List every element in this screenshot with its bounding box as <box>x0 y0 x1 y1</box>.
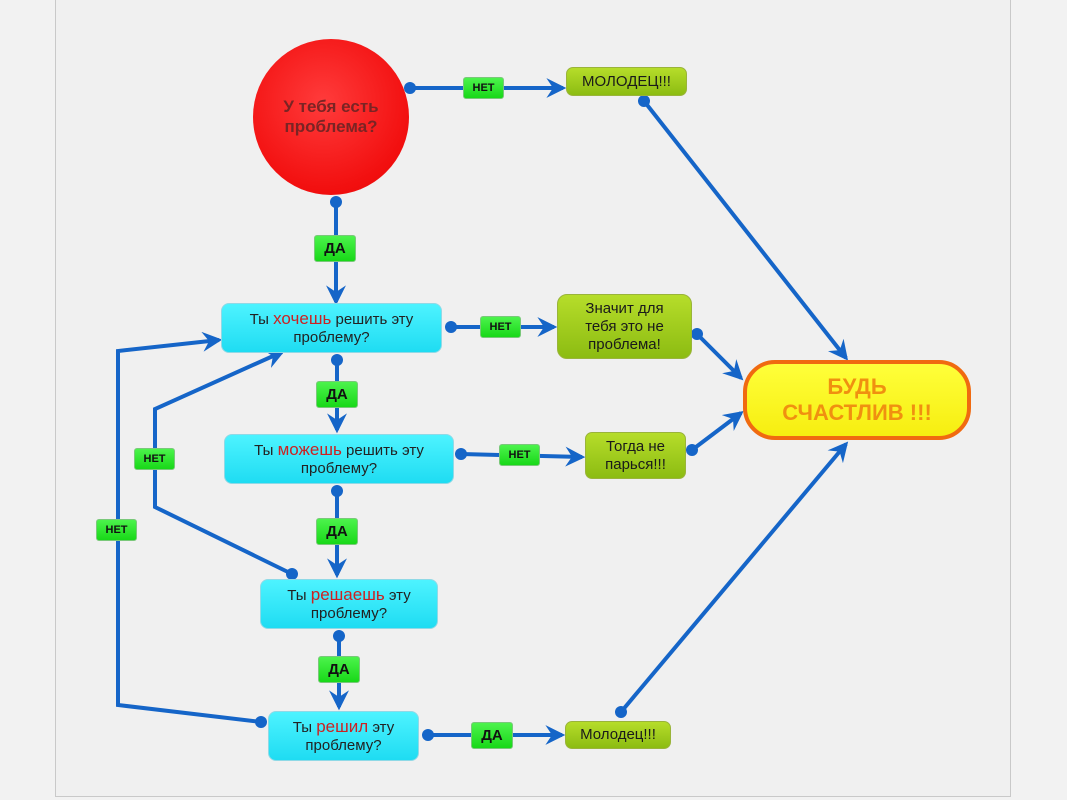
connector-dot <box>255 716 267 728</box>
connector-dot <box>331 354 343 366</box>
edge-label-want-no: НЕТ <box>480 316 521 338</box>
question-want-text: Ты хочешь решить эту проблему? <box>249 308 414 347</box>
edge-label-solving-yes: ДА <box>318 656 360 683</box>
connector-dot <box>333 630 345 642</box>
edge-label-want-yes: ДА <box>316 381 358 408</box>
connector-not-problem-goal <box>695 332 744 381</box>
answer-dont-worry[interactable]: Тогда не парься!!! <box>585 432 686 479</box>
connector-molodets-bottom-goal <box>619 441 849 714</box>
connector-dot <box>330 196 342 208</box>
edge-label-solving-no: НЕТ <box>134 448 175 470</box>
edge-label-solved-no: НЕТ <box>96 519 137 541</box>
connector-dot <box>615 706 627 718</box>
connector-dont-worry-goal <box>690 410 744 452</box>
connector-dot <box>638 95 650 107</box>
start-node-text: У тебя есть проблема? <box>283 96 379 136</box>
question-solved[interactable]: Ты решил эту проблему? <box>268 711 419 761</box>
connector-dot <box>686 444 698 456</box>
question-solving[interactable]: Ты решаешь эту проблему? <box>260 579 438 629</box>
answer-molodets-top-text: МОЛОДЕЦ!!! <box>582 72 671 90</box>
edge-label-can-no: НЕТ <box>499 444 540 466</box>
answer-not-problem-text: Значит для тебя это не проблема! <box>585 299 664 353</box>
connector-molodets-top-goal <box>642 99 849 361</box>
connector-dot <box>404 82 416 94</box>
answer-molodets-bottom-text: Молодец!!! <box>580 726 656 743</box>
answer-molodets-top[interactable]: МОЛОДЕЦ!!! <box>566 67 687 96</box>
connector-dot <box>445 321 457 333</box>
question-solved-text: Ты решил эту проблему? <box>292 716 395 755</box>
edge-label-start-yes: ДА <box>314 235 356 262</box>
connector-dot <box>422 729 434 741</box>
goal-node-text: БУДЬ СЧАСТЛИВ !!! <box>782 373 932 425</box>
question-can[interactable]: Ты можешь решить эту проблему? <box>224 434 454 484</box>
answer-not-problem[interactable]: Значит для тебя это не проблема! <box>557 294 692 359</box>
edge-label-solved-yes: ДА <box>471 722 513 749</box>
edge-label-can-yes: ДА <box>316 518 358 545</box>
connector-dot <box>286 568 298 580</box>
connector-dot <box>691 328 703 340</box>
start-node[interactable]: У тебя есть проблема? <box>253 39 409 195</box>
edge-label-start-no: НЕТ <box>463 77 504 99</box>
goal-node[interactable]: БУДЬ СЧАСТЛИВ !!! <box>743 360 971 440</box>
question-can-text: Ты можешь решить эту проблему? <box>254 439 424 478</box>
connector-solved-no <box>116 331 262 724</box>
connector-dot <box>455 448 467 460</box>
question-want[interactable]: Ты хочешь решить эту проблему? <box>221 303 442 353</box>
question-solving-text: Ты решаешь эту проблему? <box>287 584 411 623</box>
answer-molodets-bottom[interactable]: Молодец!!! <box>565 721 671 749</box>
answer-dont-worry-text: Тогда не парься!!! <box>605 437 666 473</box>
connector-dot <box>331 485 343 497</box>
